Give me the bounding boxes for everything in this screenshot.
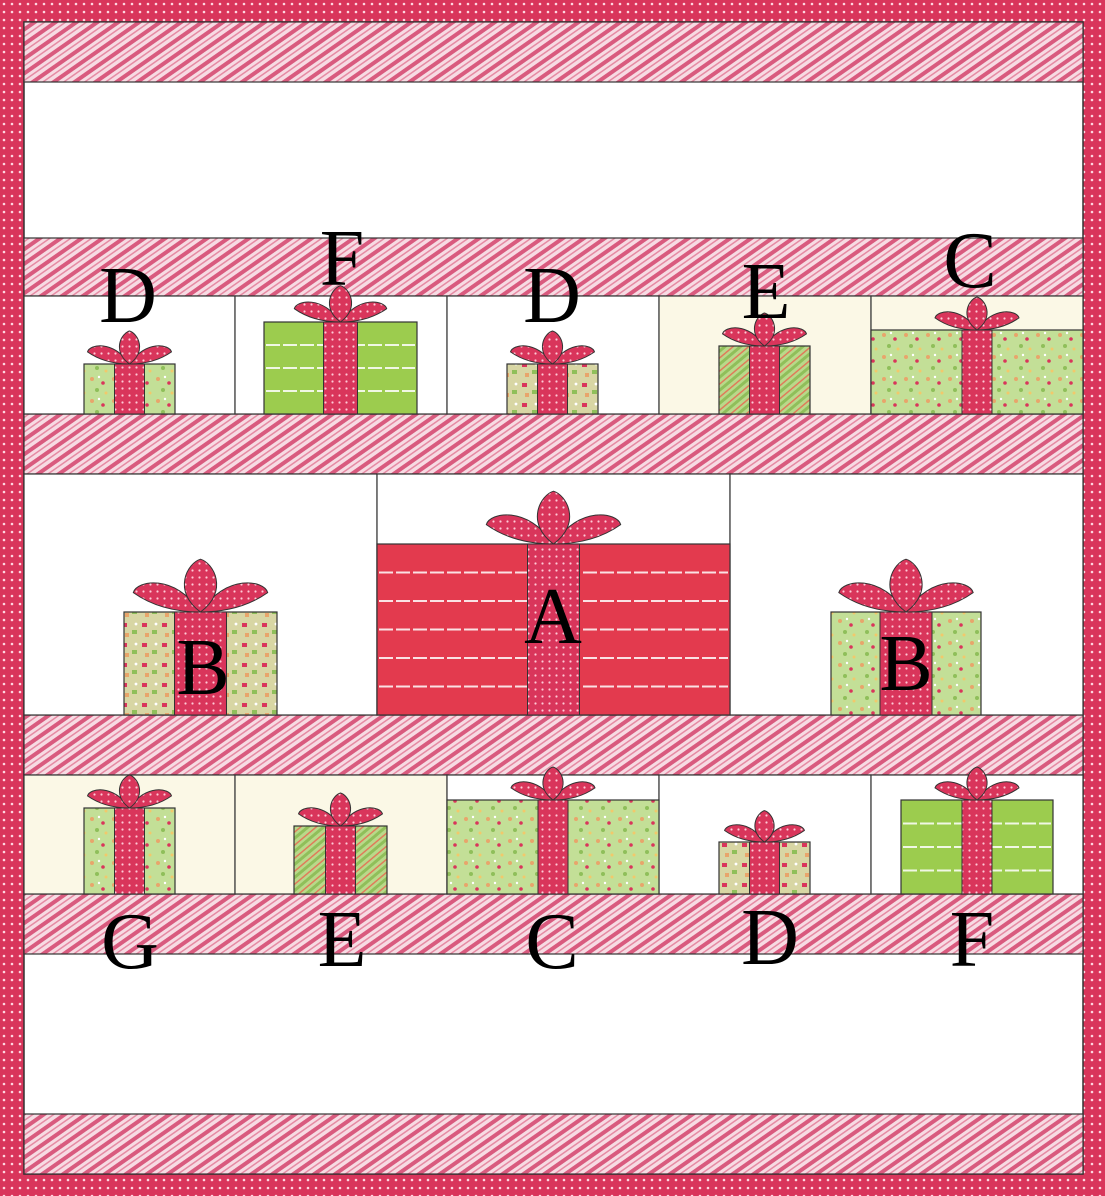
- label-top-5: C: [943, 217, 996, 305]
- label-bottom-3: C: [525, 898, 578, 986]
- label-bottom-5: F: [950, 896, 995, 984]
- label-bottom-2: E: [318, 896, 367, 984]
- sashing-strip-top: [24, 22, 1083, 82]
- ribbon: [324, 322, 358, 414]
- ribbon: [750, 346, 780, 414]
- ribbon: [750, 842, 780, 894]
- ribbon: [115, 808, 145, 894]
- ribbon: [962, 330, 992, 414]
- label-top-1: D: [99, 252, 157, 340]
- sashing-strip-3: [24, 715, 1083, 775]
- sashing-strip-2: [24, 414, 1083, 474]
- label-top-4: E: [742, 248, 791, 336]
- label-top-3: D: [523, 252, 581, 340]
- ribbon: [115, 364, 145, 414]
- ribbon: [538, 364, 568, 414]
- label-bottom-4: D: [741, 894, 799, 982]
- sashing-strip-bottom: [24, 1114, 1083, 1174]
- present-bottom-1: [84, 775, 175, 894]
- label-top-2: F: [320, 215, 365, 303]
- label-middle-1: B: [176, 624, 229, 712]
- label-middle-2: A: [524, 573, 582, 661]
- ribbon: [326, 826, 356, 894]
- ribbon: [962, 800, 992, 894]
- label-middle-3: B: [879, 620, 932, 708]
- label-bottom-1: G: [101, 898, 159, 986]
- ribbon: [538, 800, 568, 894]
- present-bottom-2: [294, 793, 387, 894]
